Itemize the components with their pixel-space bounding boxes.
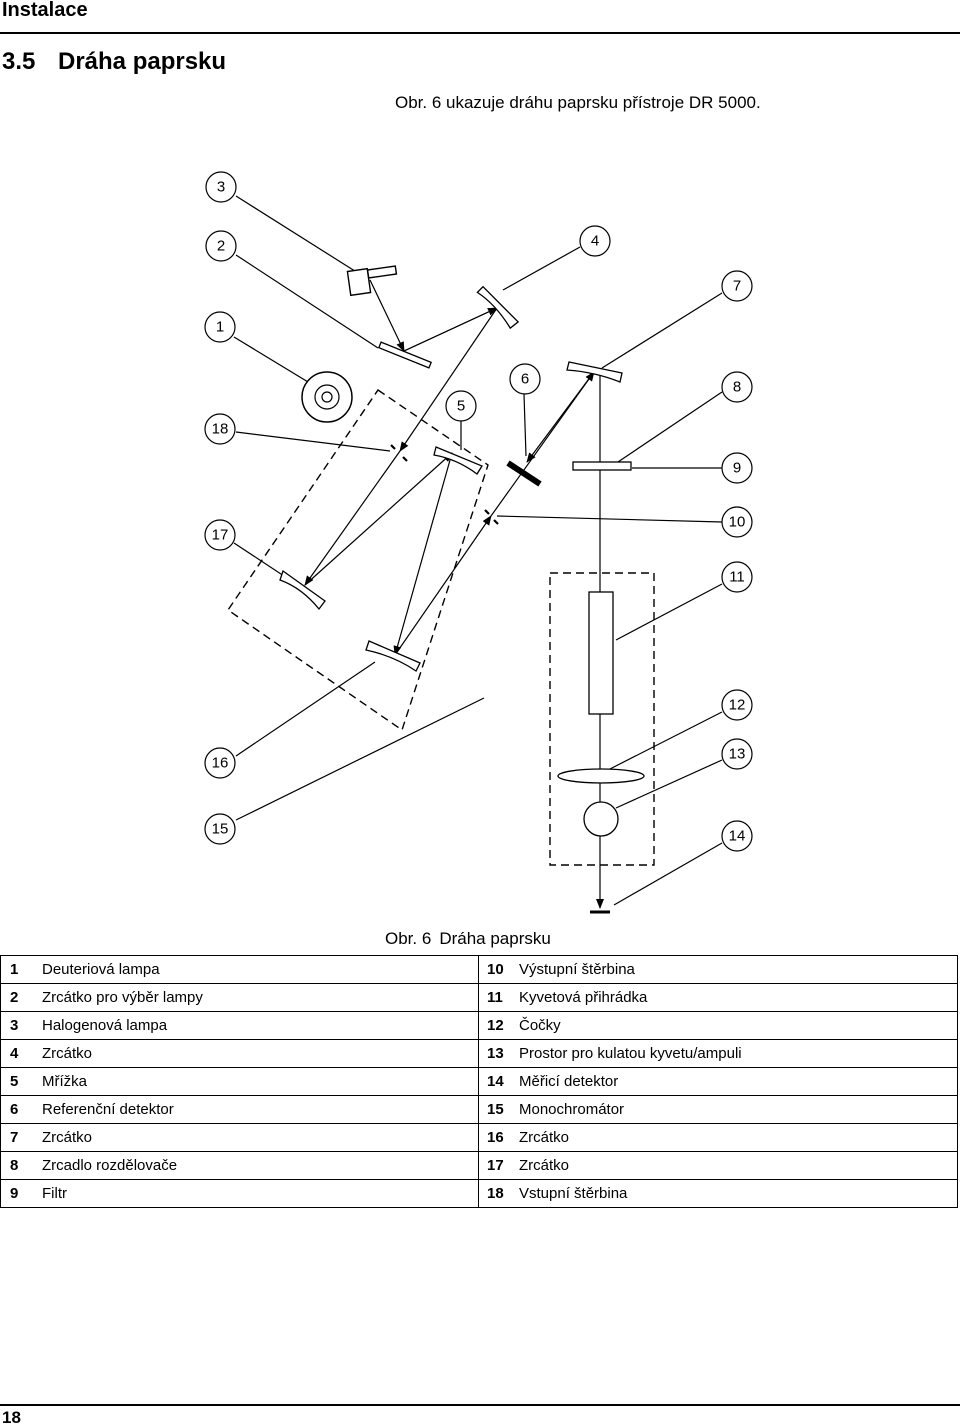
callout-5: 5 [457,398,465,415]
section-heading: 3.5 Dráha paprsku [2,48,226,76]
callout-6: 6 [521,371,529,388]
callout-17: 17 [212,527,229,544]
header-rule [0,32,960,34]
leader-lines [233,195,723,906]
callout-15: 15 [212,821,229,838]
lens [557,768,645,784]
monochromator-housing [227,389,489,732]
beam-path-diagram: 1 2 3 4 5 6 7 8 9 10 11 12 13 14 15 16 1… [204,171,753,914]
callout-8: 8 [733,379,741,396]
callout-9: 9 [733,460,741,477]
table-row: 5 Mřížka 14 Měřicí detektor [0,1067,958,1096]
callout-12: 12 [729,697,746,714]
table-row: 6 Referenční detektor 15 Monochromátor [0,1095,958,1124]
mirror-17 [279,569,326,611]
table-row: 8 Zrcadlo rozdělovače 17 Zrcátko [0,1151,958,1180]
filter [572,461,632,471]
mirror-7 [566,361,623,383]
page-number: 18 [2,1408,21,1427]
running-header: Instalace [2,0,88,21]
callouts [204,171,753,852]
callout-10: 10 [729,514,746,531]
table-row: 7 Zrcátko 16 Zrcátko [0,1123,958,1152]
section-title: Dráha paprsku [58,48,227,75]
mirror-4 [476,285,520,330]
deuterium-lamp [301,371,353,423]
beam-path [304,279,604,909]
table-row: 9 Filtr 18 Vstupní štěrbina [0,1179,958,1208]
callout-7: 7 [733,278,741,295]
figure-number: Obr. 6 [385,929,432,948]
cell-holder [588,591,614,715]
callout-1: 1 [216,319,224,336]
grating [433,446,483,475]
cell-compartment-box [549,572,655,866]
callout-16: 16 [212,755,229,772]
table-row: 4 Zrcátko 13 Prostor pro kulatou kyvetu/… [0,1039,958,1068]
lamp-selector-mirror [377,341,433,369]
callout-13: 13 [729,746,746,763]
round-cuvette [583,801,619,837]
callout-14: 14 [729,828,746,845]
callout-4: 4 [591,233,599,250]
reference-detector [506,460,542,487]
halogen-lamp [346,265,398,297]
mirror-16 [365,640,421,672]
footer-rule [0,1404,960,1406]
figure-caption: Obr. 6 Dráha paprsku [385,929,551,949]
callout-18: 18 [212,421,229,438]
table-row: 2 Zrcátko pro výběr lampy 11 Kyvetová př… [0,983,958,1012]
figure-title: Dráha paprsku [439,929,551,948]
table-row: 3 Halogenová lampa 12 Čočky [0,1011,958,1040]
intro-paragraph: Obr. 6 ukazuje dráhu paprsku přístroje D… [395,93,761,112]
legend-table: 1 Deuteriová lampa 10 Výstupní štěrbina … [0,955,958,1208]
callout-11: 11 [729,569,745,586]
callout-3: 3 [217,179,225,196]
callout-2: 2 [217,238,225,255]
entrance-slit [390,444,408,462]
exit-slit [484,509,499,525]
table-row: 1 Deuteriová lampa 10 Výstupní štěrbina [0,955,958,984]
section-number: 3.5 [2,48,36,75]
